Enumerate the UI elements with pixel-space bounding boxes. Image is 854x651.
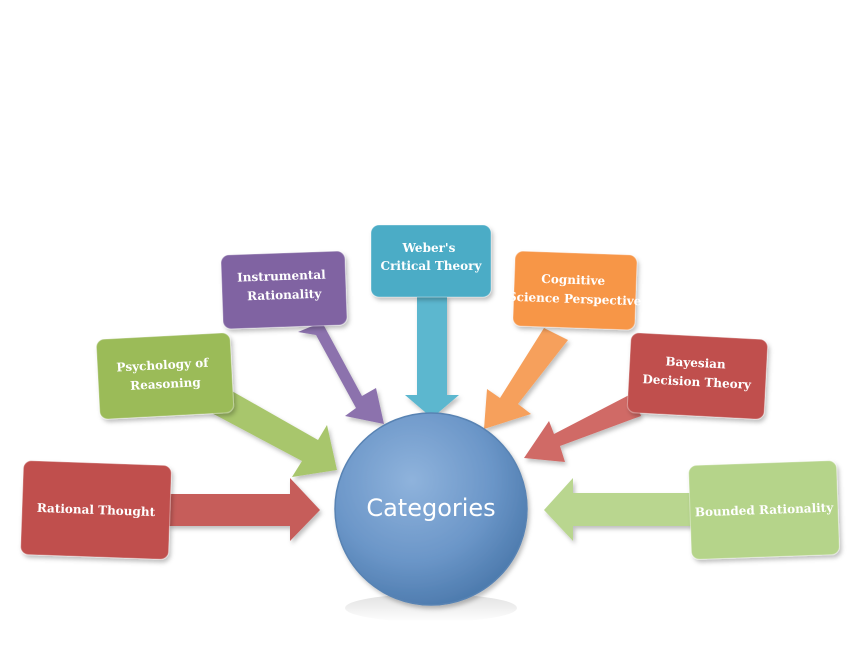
hub-node: Categories: [334, 412, 528, 606]
node-webers-critical-theory: Weber's Critical Theory: [370, 224, 492, 298]
node-label-bayesian-decision-theory: Bayesian Decision Theory: [642, 353, 753, 392]
node-cognitive-science-perspective: Cognitive Science Perspective: [508, 250, 643, 331]
node-rational-thought: Rational Thought: [20, 460, 172, 560]
node-box-cognitive-science-perspective: [512, 250, 638, 331]
arrow-rational-thought: [168, 478, 320, 541]
node-box-bayesian-decision-theory: [626, 332, 769, 420]
arrow-bounded-rationality: [544, 478, 695, 541]
node-label-cognitive-science-perspective: Cognitive Science Perspective: [508, 271, 643, 309]
node-psychology-of-reasoning: Psychology of Reasoning: [95, 332, 235, 420]
node-label-psychology-of-reasoning: Psychology of Reasoning: [116, 356, 214, 394]
node-label-rational-thought: Rational Thought: [37, 501, 156, 519]
node-label-bounded-rationality: Bounded Rationality: [695, 501, 835, 520]
hub-circle: [334, 412, 528, 606]
arrow-webers-critical-theory: [405, 296, 459, 418]
arrows-layer: [168, 296, 695, 541]
node-box-bounded-rationality: [688, 460, 840, 560]
node-bayesian-decision-theory: Bayesian Decision Theory: [626, 332, 769, 420]
arrow-instrumental-rationality: [298, 322, 384, 424]
node-box-webers-critical-theory: [370, 224, 492, 298]
arrow-psychology-of-reasoning: [206, 390, 337, 477]
hub-reflection: [345, 594, 517, 622]
node-box-psychology-of-reasoning: [95, 332, 235, 420]
nodes-layer: Rational Thought Psychology of Reasoning…: [20, 224, 840, 560]
node-bounded-rationality: Bounded Rationality: [688, 460, 840, 560]
node-box-instrumental-rationality: [220, 250, 348, 330]
node-label-webers-critical-theory: Weber's Critical Theory: [381, 241, 483, 273]
node-box-rational-thought: [20, 460, 172, 560]
hub-label: Categories: [366, 494, 495, 522]
node-label-instrumental-rationality: Instrumental Rationality: [237, 267, 331, 303]
arrow-bayesian-decision-theory: [524, 393, 641, 462]
arrow-cognitive-science-perspective: [484, 328, 568, 429]
node-instrumental-rationality: Instrumental Rationality: [220, 250, 348, 330]
